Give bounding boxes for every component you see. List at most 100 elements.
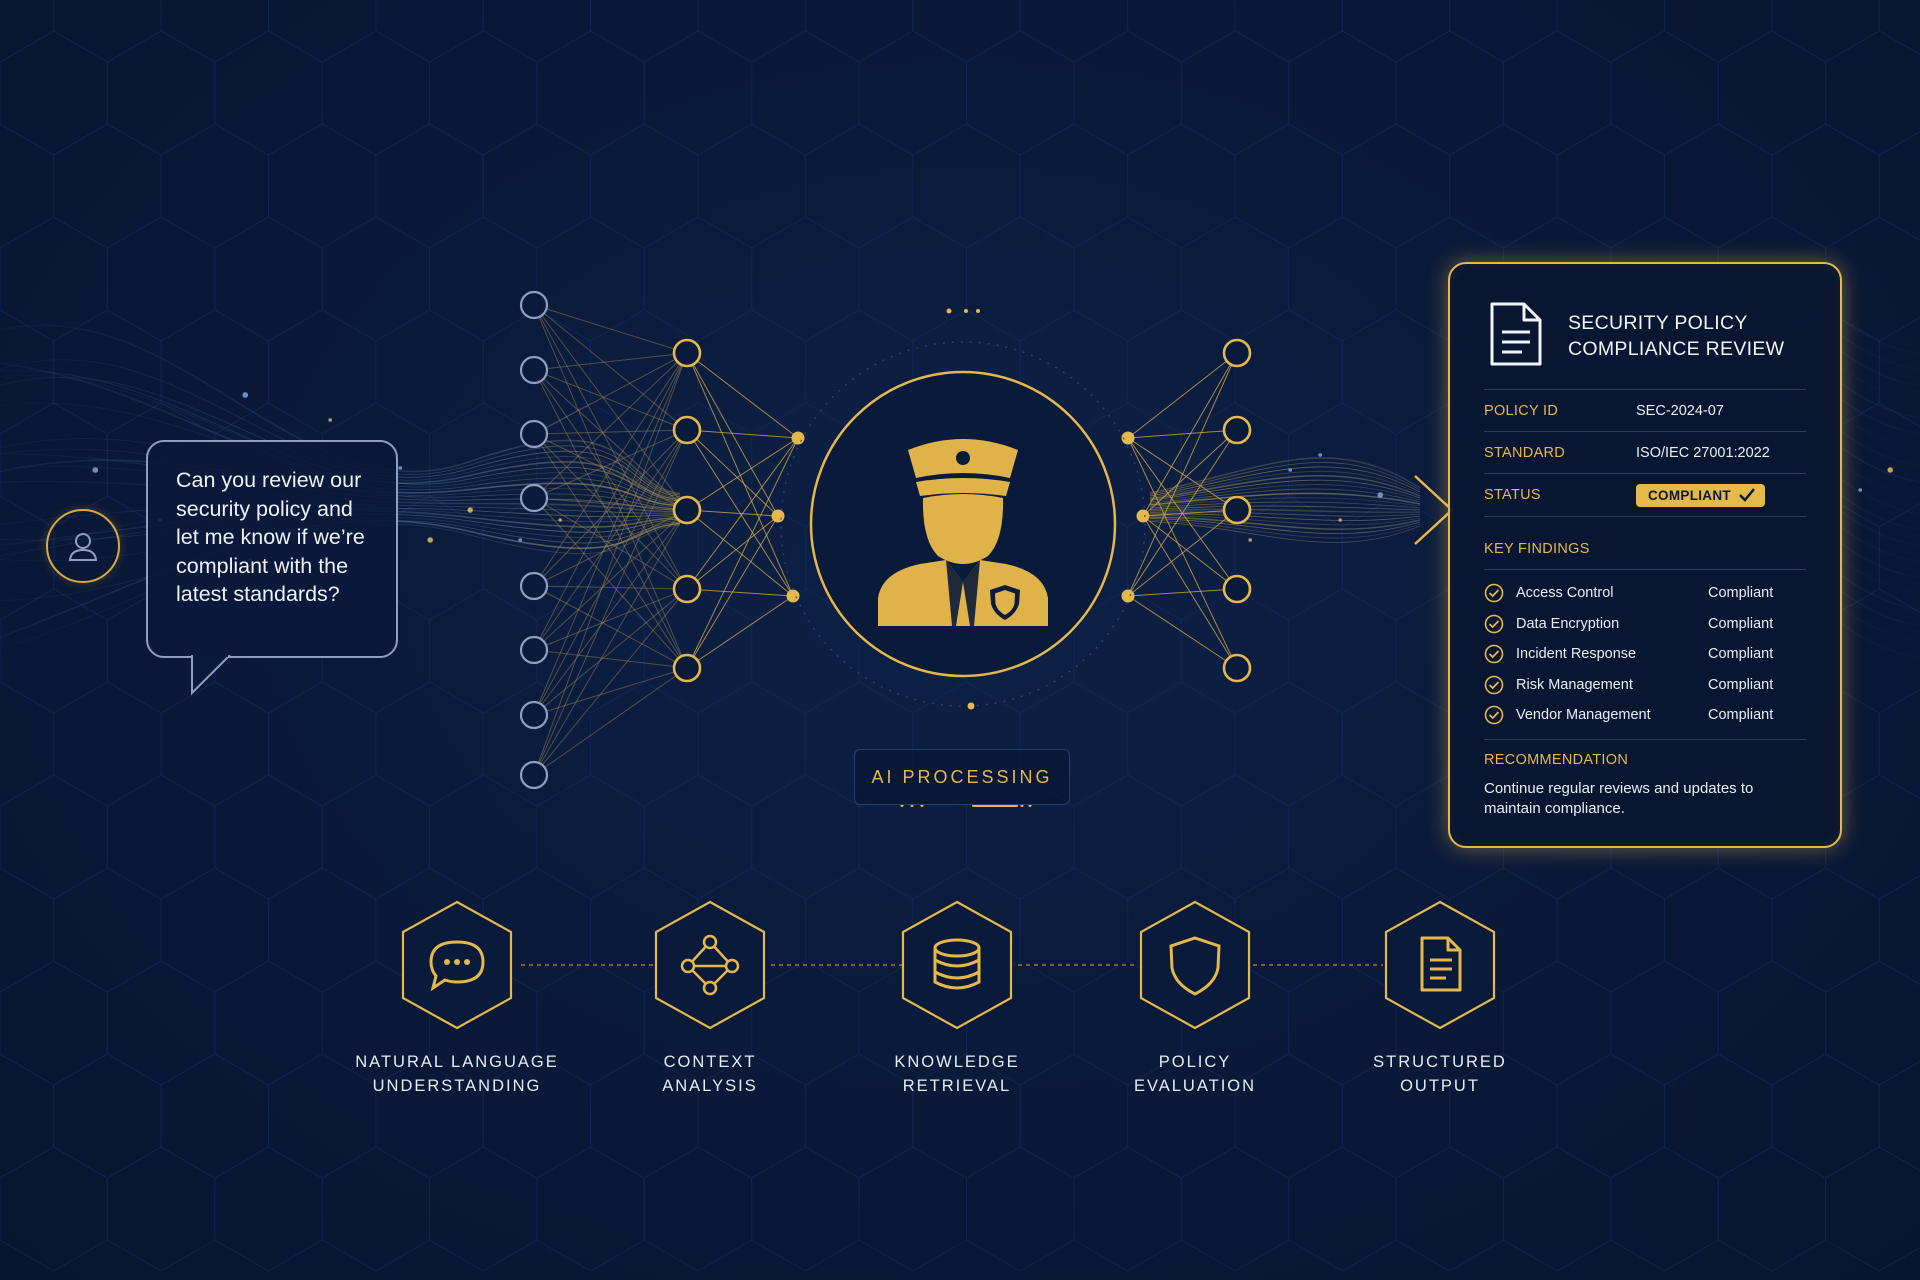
hex-cell xyxy=(0,1146,108,1272)
user-avatar xyxy=(46,509,120,583)
user-prompt-text: Can you review our security policy and l… xyxy=(176,468,365,606)
step-policy-evaluation: POLICY EVALUATION xyxy=(1085,898,1305,1098)
policy-id-row: POLICY ID SEC-2024-07 xyxy=(1484,389,1806,432)
hex-cell xyxy=(0,495,55,621)
policy-id-label: POLICY ID xyxy=(1484,403,1559,419)
step-knowledge-retrieval: KNOWLEDGE RETRIEVAL xyxy=(847,898,1067,1098)
hex-cell xyxy=(160,309,269,435)
edge xyxy=(533,509,688,651)
hex-cell xyxy=(106,30,216,156)
card-header: SECURITY POLICY COMPLIANCE REVIEW xyxy=(1488,300,1818,380)
user-icon xyxy=(68,533,98,561)
output-data-stream xyxy=(1149,319,1920,659)
status-row: STATUS COMPLIANT xyxy=(1484,473,1806,517)
check-circle-icon xyxy=(1484,583,1504,603)
hex-cell xyxy=(1717,30,1827,156)
hex-cell xyxy=(1449,123,1558,249)
edge xyxy=(533,304,688,669)
stream-line xyxy=(1149,519,1920,643)
stream-line xyxy=(1149,479,1920,515)
stream-line xyxy=(1149,319,1920,494)
ai-processing-label: AI PROCESSING xyxy=(871,766,1053,787)
hex-cell xyxy=(1127,309,1236,435)
stream-line xyxy=(0,509,681,547)
edge xyxy=(533,352,688,499)
edge xyxy=(533,649,688,669)
hex-cell xyxy=(1878,0,1920,56)
edge xyxy=(533,497,688,669)
hex-cell xyxy=(106,1146,216,1272)
hex-cell xyxy=(0,1053,55,1179)
stream-line xyxy=(0,370,681,502)
hex-cell xyxy=(1556,867,1665,993)
hex-cell xyxy=(536,30,645,156)
input-node xyxy=(519,700,549,730)
edge xyxy=(533,433,688,590)
edge xyxy=(533,352,688,776)
hex-cell xyxy=(53,1053,162,1179)
edge xyxy=(533,429,688,716)
input-node xyxy=(519,483,549,513)
input-node xyxy=(519,355,549,385)
output-node xyxy=(1222,495,1252,525)
input-node xyxy=(519,290,549,320)
hex-cell xyxy=(268,0,377,63)
standard-row: STANDARD ISO/IEC 27001:2022 xyxy=(1484,431,1806,474)
hex-cell xyxy=(1610,1146,1719,1272)
hex-cell xyxy=(482,495,592,621)
sparkle-dot xyxy=(466,506,474,514)
edge xyxy=(1142,352,1238,517)
shield-icon xyxy=(1139,900,1251,1030)
step-context-analysis: CONTEXT ANALYSIS xyxy=(600,898,820,1098)
hex-cell xyxy=(1019,123,1129,249)
hex-cell xyxy=(214,774,323,900)
hex-cell xyxy=(1341,681,1451,807)
hex-cell xyxy=(1288,1146,1397,1272)
edge xyxy=(686,429,779,517)
hex-cell xyxy=(0,588,108,714)
stream-line xyxy=(0,523,681,650)
input-node xyxy=(519,760,549,790)
hex-cell xyxy=(0,0,55,63)
junction-node xyxy=(791,431,805,445)
stream-line xyxy=(0,480,681,513)
security-officer-icon xyxy=(878,439,1048,626)
hex-cell xyxy=(858,1146,967,1272)
edge xyxy=(686,437,799,669)
status-badge-text: COMPLIANT xyxy=(1648,487,1731,503)
hex-cell xyxy=(0,960,108,1086)
edge xyxy=(533,667,688,716)
hex-cell xyxy=(1073,774,1182,900)
edge xyxy=(686,352,794,597)
hex-cell xyxy=(1019,0,1129,63)
finding-row: Access Control Compliant xyxy=(1484,578,1806,609)
hex-cell xyxy=(1610,960,1719,1086)
hex-cell xyxy=(0,867,55,993)
edge xyxy=(533,369,688,669)
output-node xyxy=(1222,653,1252,683)
junction-node xyxy=(1121,431,1135,445)
hex-cell xyxy=(1502,30,1612,156)
hex-cell xyxy=(1073,216,1182,342)
step-label: STRUCTURED OUTPUT xyxy=(1373,1053,1507,1095)
hex-cell xyxy=(0,774,108,900)
standard-label: STANDARD xyxy=(1484,445,1566,461)
hex-cell xyxy=(1395,30,1504,156)
stream-line xyxy=(0,466,681,508)
edge xyxy=(686,588,794,597)
hex-cell xyxy=(1127,123,1236,249)
hex-cell xyxy=(0,30,108,156)
findings-list: Access Control Compliant Data Encryption… xyxy=(1484,569,1806,740)
hex-cell xyxy=(1556,1053,1665,1179)
edge xyxy=(533,433,688,511)
hex-cell xyxy=(1556,0,1665,63)
hex-cell xyxy=(1127,681,1236,807)
edge xyxy=(533,497,688,511)
hex-cell xyxy=(1341,309,1451,435)
input-data-stream xyxy=(0,324,1894,650)
hex-cell xyxy=(643,1146,753,1272)
recommendation-label: RECOMMENDATION xyxy=(1484,752,1629,768)
finding-row: Incident Response Compliant xyxy=(1484,639,1806,670)
sparkle-dot xyxy=(517,537,523,543)
hex-cell xyxy=(53,0,162,63)
